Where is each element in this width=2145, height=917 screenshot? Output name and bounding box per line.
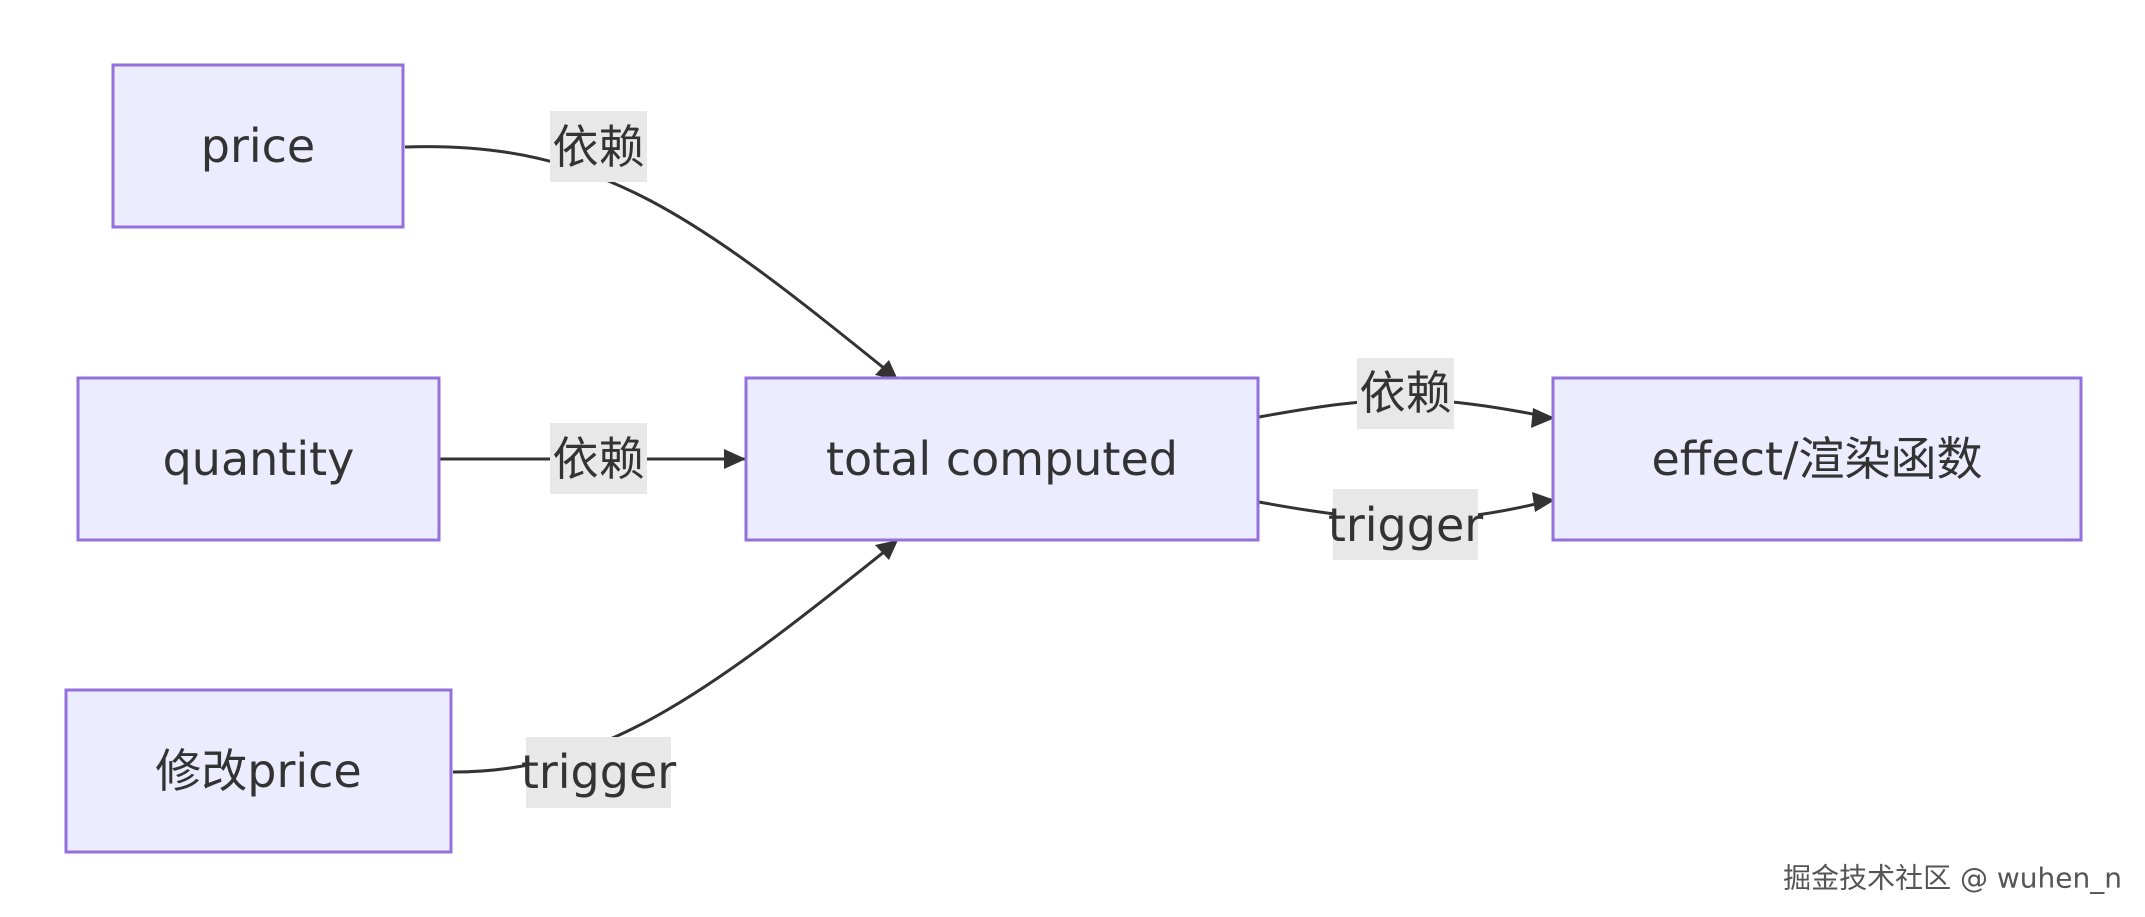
arrowhead-quantity-to-total: [724, 449, 746, 469]
watermark-text: 掘金技术社区 @ wuhen_n: [1783, 862, 2122, 895]
node-price[interactable]: price: [111, 63, 405, 229]
edge-label-total-to-effect-dep: 依赖: [1357, 358, 1454, 429]
edge-label-quantity-to-total: 依赖: [550, 423, 647, 494]
edge-label-text: 依赖: [1360, 366, 1452, 420]
edge-modify-to-total: [452, 541, 896, 774]
node-effect[interactable]: effect/渲染函数: [1551, 376, 2083, 542]
node-modify-price[interactable]: 修改price: [64, 688, 453, 854]
edge-label-text: trigger: [521, 745, 676, 799]
edge-price-to-total: [404, 145, 896, 379]
edge-label-price-to-total: 依赖: [550, 111, 647, 182]
edge-label-text: 依赖: [553, 120, 645, 174]
arrowhead-total-to-effect-dep: [1531, 408, 1555, 428]
arrowhead-total-to-effect-trigger: [1532, 492, 1555, 512]
node-label: effect/渲染函数: [1651, 432, 1982, 486]
arrowhead-price-to-total: [875, 360, 898, 380]
arrowhead-modify-to-total: [875, 540, 898, 560]
edge-label-modify-to-total: trigger: [521, 737, 676, 808]
node-total-computed[interactable]: total computed: [744, 376, 1260, 542]
node-quantity[interactable]: quantity: [76, 376, 441, 542]
node-label: price: [201, 119, 315, 173]
node-label: quantity: [163, 432, 355, 486]
edge-label-text: trigger: [1328, 498, 1483, 552]
edge-label-total-to-effect-trigger: trigger: [1328, 489, 1483, 560]
node-label: total computed: [826, 432, 1178, 486]
edge-label-text: 依赖: [553, 432, 645, 486]
node-label: 修改price: [155, 744, 361, 798]
